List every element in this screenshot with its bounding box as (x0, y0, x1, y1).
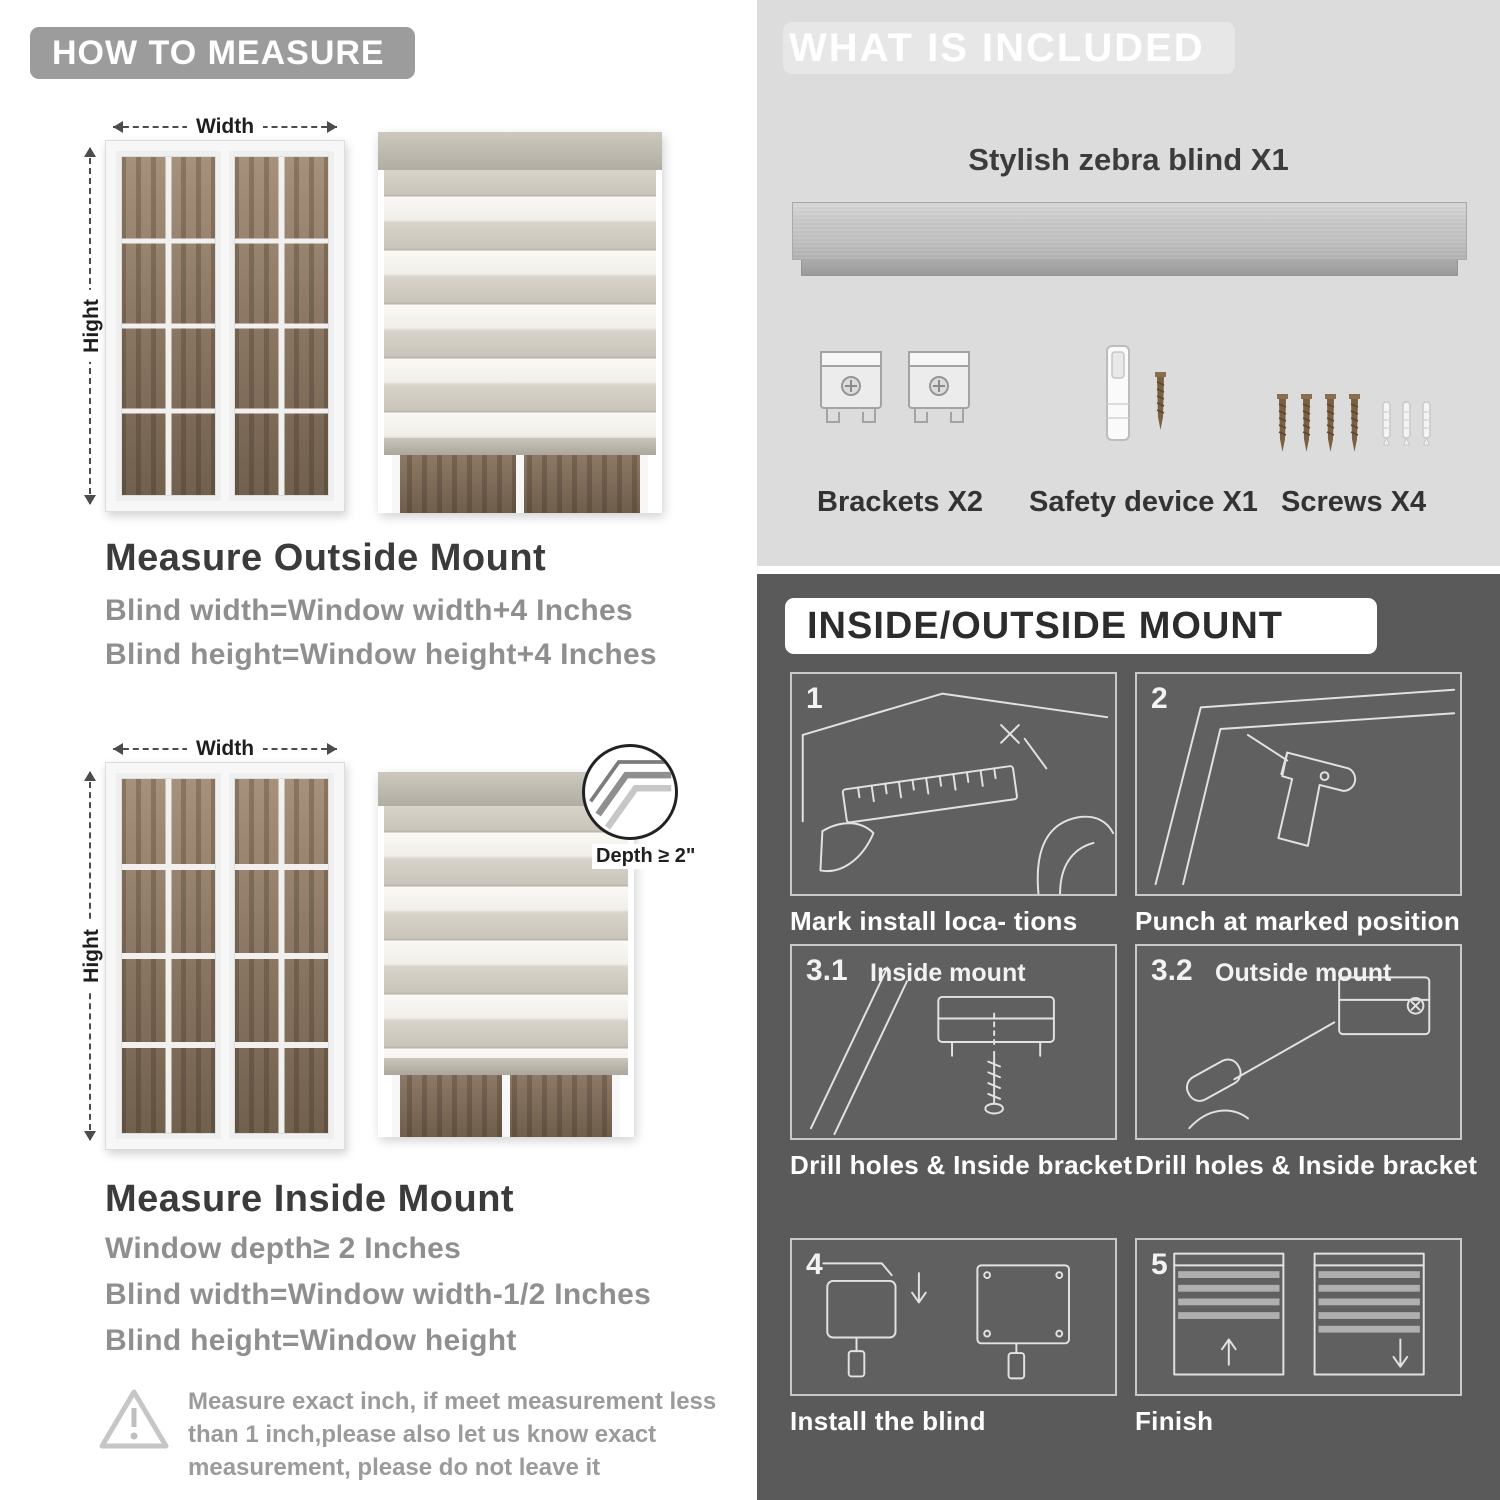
blind-stripes (384, 806, 628, 1058)
outside-bracket-illustration (1185, 976, 1431, 1130)
blind-bottom-rail (384, 1058, 628, 1075)
window-sash-left (116, 773, 221, 1139)
note-line-1: Measure exact inch, if meet measurement … (188, 1388, 717, 1415)
mount-header-title: INSIDE/OUTSIDE MOUNT (807, 604, 1284, 647)
window-corner-depth-illustration (589, 760, 672, 830)
depth-label: Depth ≥ 2" (592, 844, 700, 869)
brackets-label: Brackets X2 (817, 486, 984, 518)
safety-device-icons (1097, 342, 1168, 444)
mount-header-badge: INSIDE/OUTSIDE MOUNT (785, 598, 1377, 654)
step-panel-5: 5 (1135, 1238, 1462, 1396)
step-number: 3.2 (1151, 954, 1193, 987)
window-sliver (392, 455, 648, 513)
what-is-included-badge: WHAT IS INCLUDED (783, 22, 1235, 74)
zebra-blind-headrail (792, 202, 1467, 276)
blind-cassette (378, 132, 662, 170)
window-sash-right (229, 151, 334, 501)
width-arrow-inside: Width (113, 737, 337, 761)
step-caption-3-2: Drill holes & Inside bracket (1135, 1150, 1478, 1180)
step-number: 3.1 (806, 954, 848, 987)
outside-rule-width: Blind width=Window width+4 Inches (105, 594, 633, 627)
step-panel-3-1: 3.1 Inside mount (790, 944, 1117, 1140)
mark-locations-illustration (801, 692, 1115, 894)
step-number: 4 (806, 1248, 823, 1281)
window-sash-left (116, 151, 221, 501)
bracket-icon (820, 351, 882, 423)
wall-anchor-icon (1422, 401, 1431, 446)
inside-outside-mount-section: INSIDE/OUTSIDE MOUNT 1 (757, 574, 1500, 1500)
note-line-3: measurement, please do not leave it (188, 1454, 601, 1481)
how-to-measure-title: HOW TO MEASURE (52, 33, 385, 72)
wall-anchor-icon (1402, 401, 1411, 446)
step-caption-3-1: Drill holes & Inside bracket (790, 1150, 1133, 1180)
blind-stripes (384, 170, 656, 438)
zebra-blind-illustration-outside (378, 132, 662, 513)
zebra-blind-illustration-inside (378, 772, 634, 1137)
outside-mount-label: Outside mount (1215, 959, 1392, 987)
inside-mount-label: Inside mount (870, 959, 1026, 987)
window-illustration-outside (105, 140, 345, 512)
screw-icon (1277, 394, 1288, 452)
step-caption-5: Finish (1135, 1406, 1214, 1436)
height-label-inside: Hight (80, 920, 104, 992)
step-panel-1: 1 (790, 672, 1117, 896)
inside-rule-width: Blind width=Window width-1/2 Inches (105, 1278, 652, 1311)
width-arrow-outside: Width (113, 115, 337, 139)
outside-rule-height: Blind height=Window height+4 Inches (105, 638, 657, 671)
step-caption-2: Punch at marked position (1135, 906, 1461, 936)
how-to-measure-badge: HOW TO MEASURE (30, 27, 415, 79)
window-illustration-inside (105, 762, 345, 1150)
step-caption-1: Mark install loca- tions (790, 906, 1078, 936)
step-panel-2: 2 (1135, 672, 1462, 896)
screws-icons (1275, 392, 1432, 454)
inside-bracket-illustration (809, 966, 1055, 1136)
brackets-icons (815, 348, 975, 432)
window-sash-right (229, 773, 334, 1139)
depth-detail-circle (582, 744, 678, 840)
zebra-blind-item-label: Stylish zebra blind X1 (968, 142, 1289, 177)
safety-device-label: Safety device X1 (1029, 486, 1258, 518)
safety-device-icon (1106, 345, 1130, 441)
drill-illustration (1154, 688, 1456, 886)
what-is-included-section: WHAT IS INCLUDED Stylish zebra blind X1 (757, 0, 1500, 566)
step-caption-4: Install the blind (790, 1406, 986, 1436)
window-sliver (392, 1075, 620, 1137)
blind-bottom-rail (384, 438, 656, 455)
height-label-outside: Hight (80, 290, 104, 362)
screw-icon (1325, 394, 1336, 452)
warning-triangle-icon (99, 1389, 169, 1449)
headrail-lip (801, 260, 1458, 276)
measure-inside-title: Measure Inside Mount (105, 1178, 515, 1220)
install-blind-illustration (822, 1262, 1070, 1380)
step-number: 2 (1151, 682, 1168, 715)
width-label-outside: Width (186, 115, 264, 139)
step-panel-4: 4 (790, 1238, 1117, 1396)
inside-rule-depth: Window depth≥ 2 Inches (105, 1232, 462, 1265)
step-number: 5 (1151, 1248, 1168, 1281)
note-line-2: than 1 inch,please also let us know exac… (188, 1421, 657, 1448)
measure-outside-title: Measure Outside Mount (105, 537, 547, 579)
screws-label: Screws X4 (1281, 486, 1427, 518)
height-arrow-inside: Hight (80, 771, 104, 1141)
headrail-front (792, 202, 1467, 260)
screw-icon (1155, 372, 1166, 430)
width-label-inside: Width (186, 737, 264, 761)
step-number: 1 (806, 682, 823, 715)
bracket-icon (908, 351, 970, 423)
height-arrow-outside: Hight (80, 147, 104, 505)
what-is-included-title: WHAT IS INCLUDED (789, 25, 1205, 70)
inside-rule-height: Blind height=Window height (105, 1324, 517, 1357)
wall-anchor-icon (1382, 401, 1391, 446)
finish-illustration (1173, 1252, 1425, 1376)
screw-icon (1349, 394, 1360, 452)
step-panel-3-2: 3.2 Outside mount (1135, 944, 1462, 1140)
screw-icon (1301, 394, 1312, 452)
